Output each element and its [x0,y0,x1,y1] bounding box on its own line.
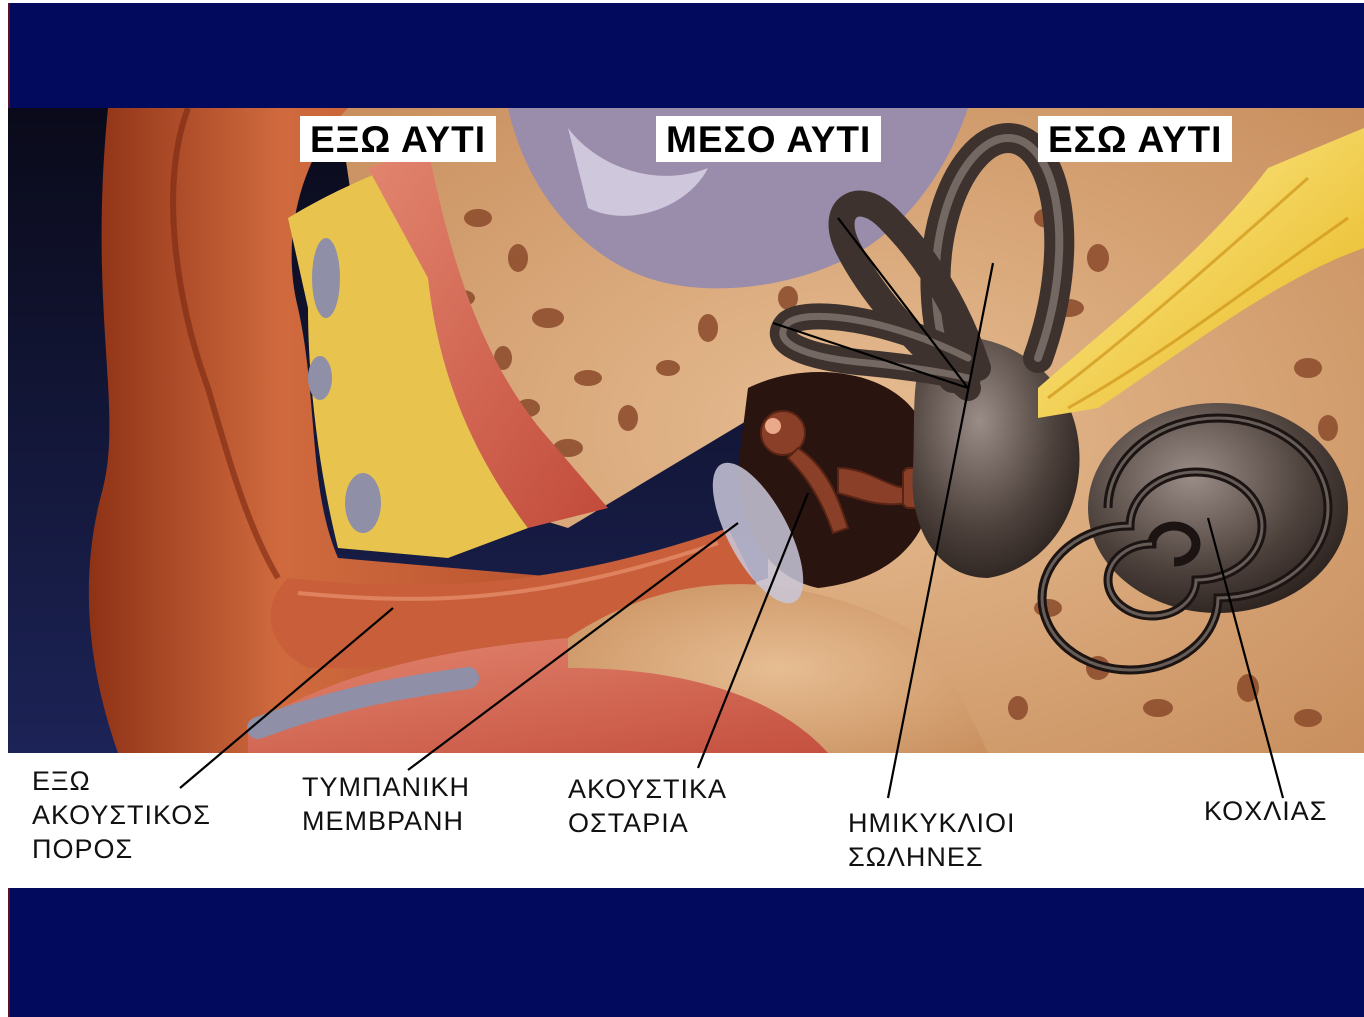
label-line: ΚΟΧΛΙΑΣ [1204,794,1327,828]
label-line: ΑΚΟΥΣΤΙΚΟΣ [32,798,211,832]
label-line: ΤΥΜΠΑΝΙΚΗ [302,770,470,804]
label-tympanic-membrane: ΤΥΜΠΑΝΙΚΗ ΜΕΜΒΡΑΝΗ [302,770,470,838]
inner-ear-header: ΕΣΩ ΑΥΤΙ [1038,116,1232,162]
label-external-auditory-canal: ΕΞΩ ΑΚΟΥΣΤΙΚΟΣ ΠΟΡΟΣ [32,764,211,866]
label-semicircular-canals: ΗΜΙΚΥΚΛΙΟΙ ΣΩΛΗΝΕΣ [848,806,1016,874]
label-line: ΣΩΛΗΝΕΣ [848,840,1016,874]
outer-ear-header: ΕΞΩ ΑΥΤΙ [300,116,496,162]
label-line: ΜΕΜΒΡΑΝΗ [302,804,470,838]
ear-illustration [8,108,1364,753]
ear-anatomy-figure: ΕΞΩ ΑΥΤΙ ΜΕΣΟ ΑΥΤΙ ΕΣΩ ΑΥΤΙ ΕΞΩ ΑΚΟΥΣΤΙΚ… [8,108,1364,888]
label-line: ΗΜΙΚΥΚΛΙΟΙ [848,806,1016,840]
malleus-highlight-shape [765,418,781,434]
label-ossicles: ΑΚΟΥΣΤΙΚΑ ΟΣΤΑΡΙΑ [568,772,727,840]
label-line: ΑΚΟΥΣΤΙΚΑ [568,772,727,806]
middle-ear-header: ΜΕΣΟ ΑΥΤΙ [656,116,881,162]
label-cochlea: ΚΟΧΛΙΑΣ [1204,794,1327,828]
label-line: ΠΟΡΟΣ [32,832,211,866]
label-line: ΕΞΩ [32,764,211,798]
label-line: ΟΣΤΑΡΙΑ [568,806,727,840]
